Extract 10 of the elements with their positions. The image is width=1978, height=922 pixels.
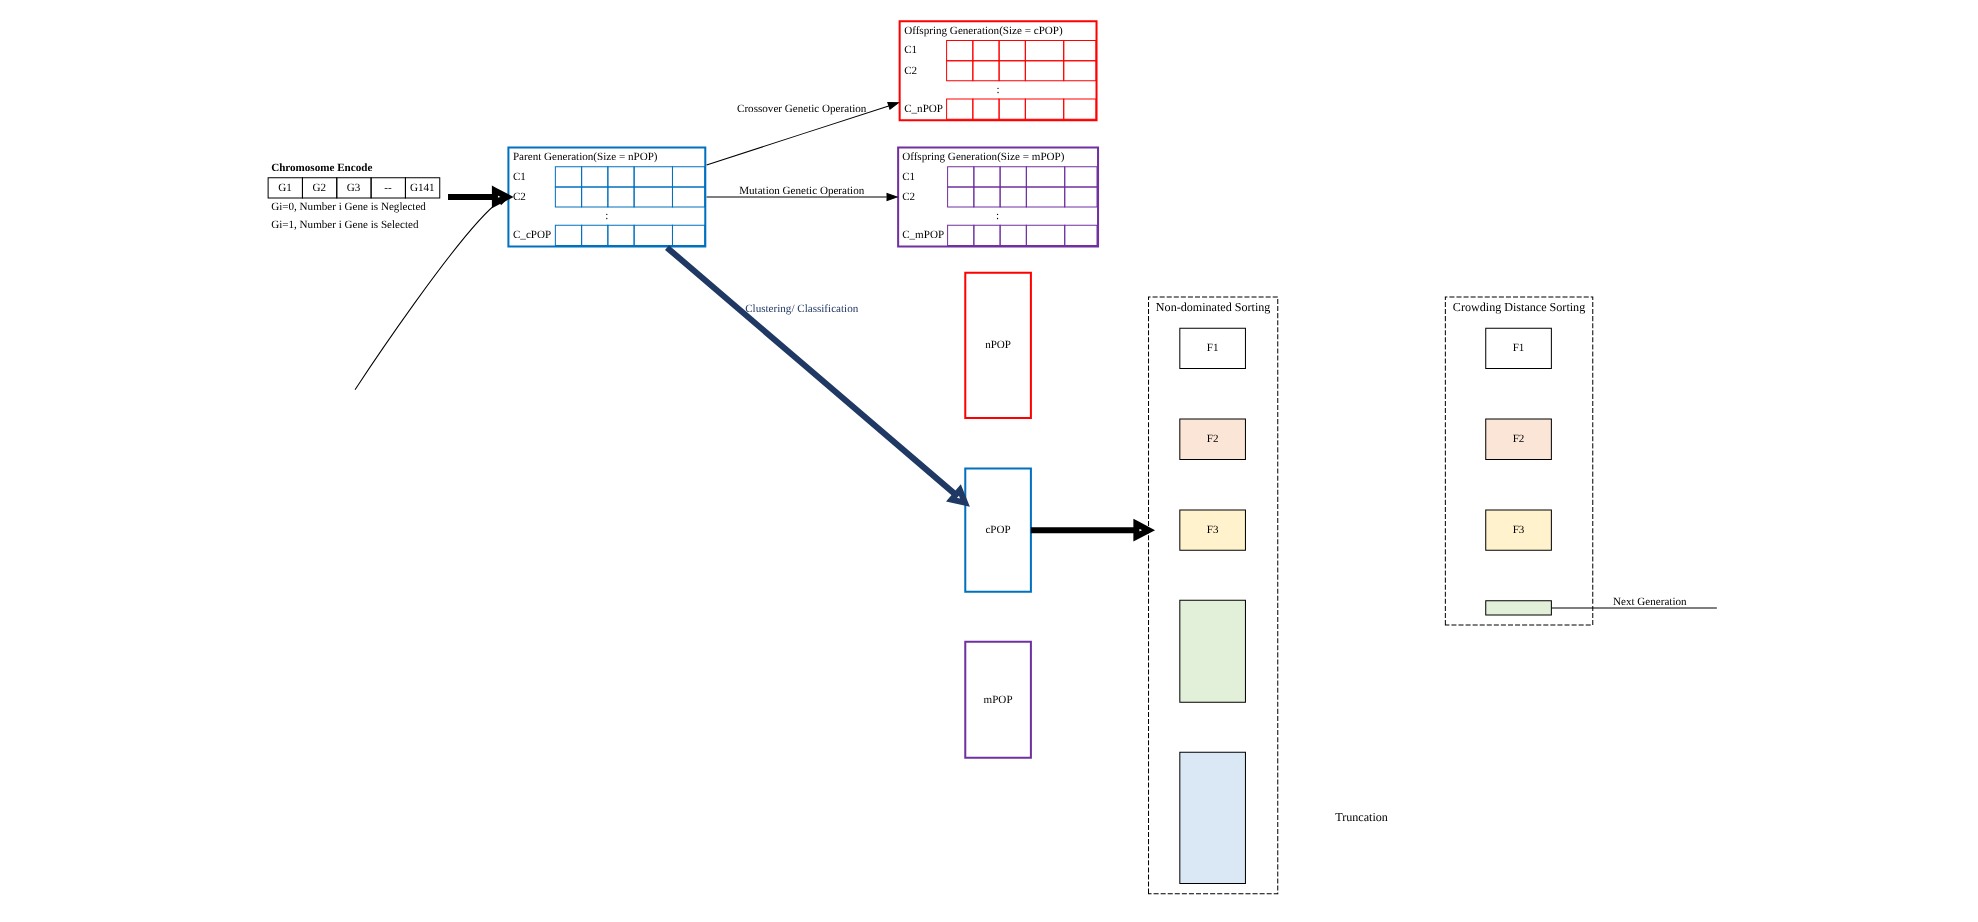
arrow — [706, 102, 900, 166]
node-box — [1179, 751, 1246, 885]
arrow — [354, 185, 514, 391]
arrow — [1030, 518, 1156, 542]
node-box — [1485, 600, 1552, 616]
arrow — [706, 192, 899, 202]
arrow — [665, 245, 970, 507]
arrow — [448, 185, 514, 209]
node-box — [1179, 599, 1246, 703]
connector — [1551, 607, 1718, 609]
